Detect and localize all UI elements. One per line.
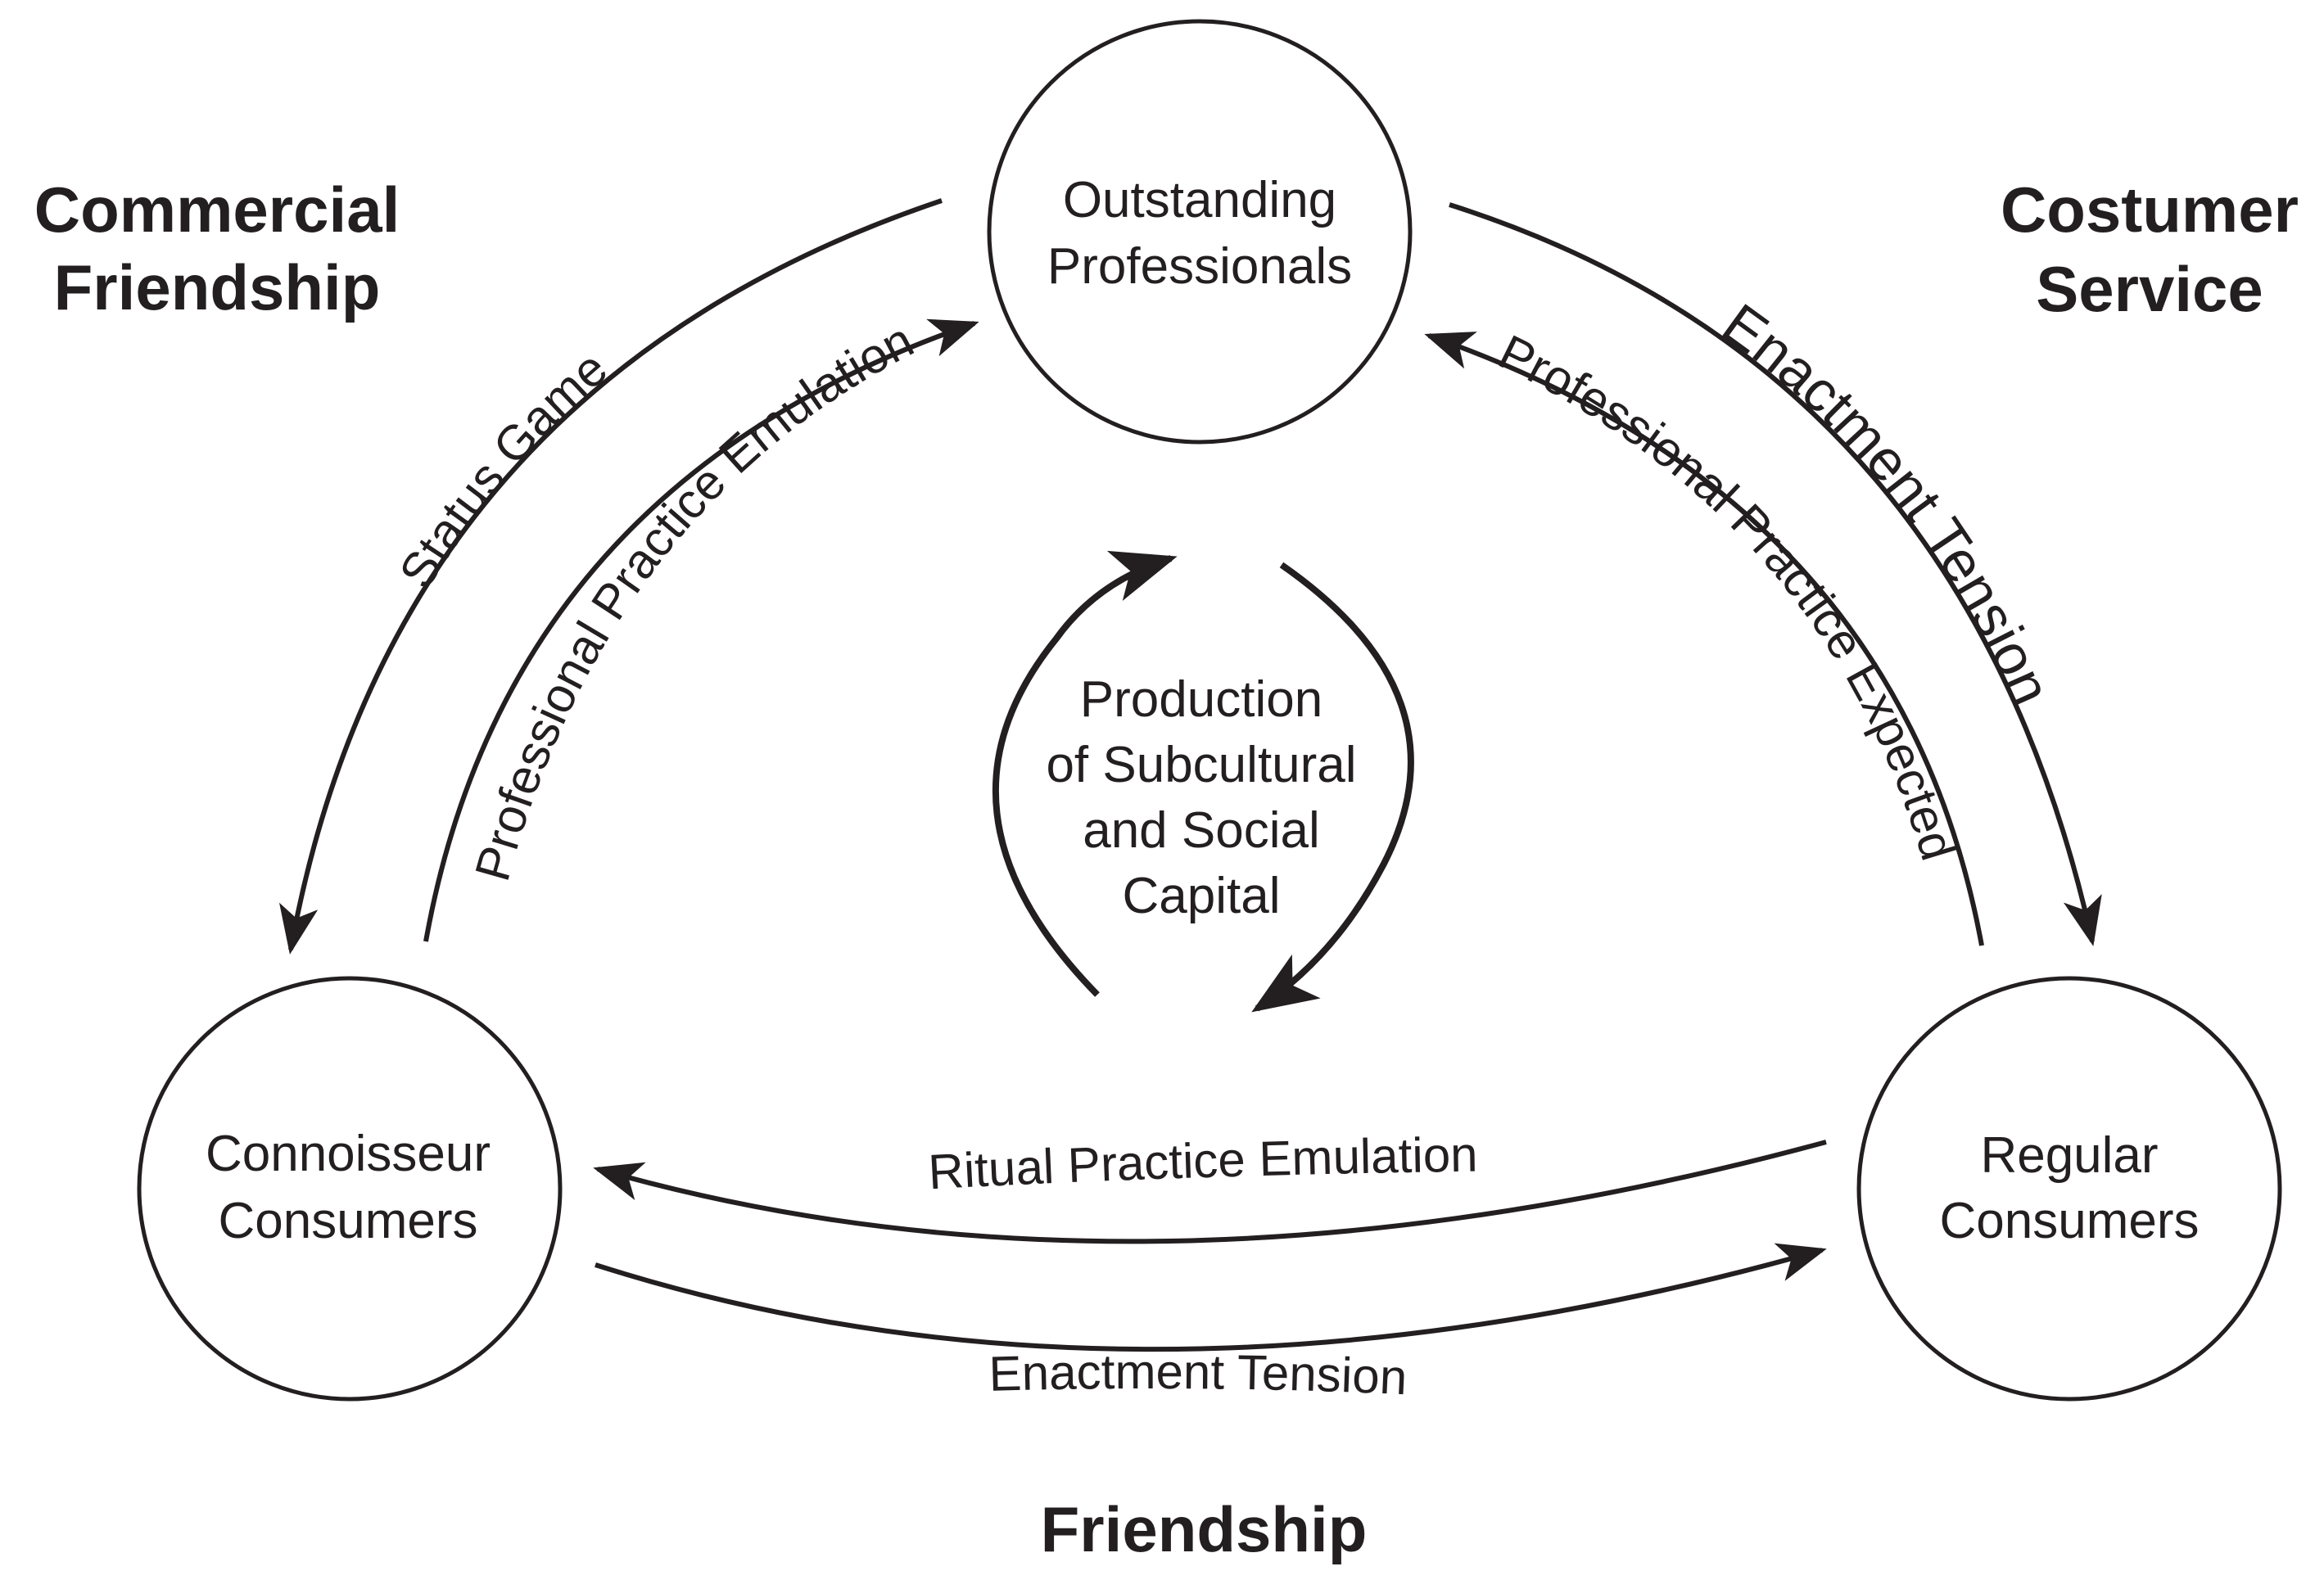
arrow-practice-expected [1424,332,1984,946]
regular-label-line1: Regular [1980,1127,2158,1184]
node-outstanding-professionals [987,19,1413,445]
label-ritual-emulation: Ritual Practice Emulation [927,1127,1478,1200]
arrow-enactment-tension-top [1449,202,2102,946]
outstanding-label-line1: Outstanding [1063,172,1336,228]
center-label-line2: of Subcultural [1046,737,1356,793]
arrow-practice-emulation [423,318,979,942]
node-connoisseur-consumers [137,976,563,1402]
node-regular-consumers [1856,976,2282,1402]
cycle-arrow-left [992,550,1178,997]
outstanding-label-line2: Professionals [1047,238,1352,295]
label-status-game: Status Game [389,341,617,598]
arrow-status-game [279,198,943,955]
label-enactment-tension-bottom: Enactment Tension [988,1344,1408,1405]
arrow-enactment-tension-bottom [595,1243,1827,1352]
cycle-arrow-right [1251,562,1414,1013]
customer-service-line2: Service [2036,253,2263,325]
regular-label-line2: Consumers [1940,1193,2200,1249]
commercial-friendship-line2: Friendship [54,251,381,323]
connoisseur-label-line1: Connoisseur [206,1126,491,1182]
center-label-line4: Capital [1123,868,1281,924]
center-label-line1: Production [1080,671,1323,728]
label-practice-expected: Professional Practice Expected [1490,324,1966,866]
friendship-label: Friendship [1041,1493,1368,1565]
arrow-ritual-emulation [593,1140,1827,1244]
center-label-line3: and Social [1083,802,1320,859]
commercial-friendship-line1: Commercial [34,174,400,246]
connoisseur-label-line2: Consumers [219,1193,478,1249]
customer-service-line1: Costumer [2001,174,2299,246]
